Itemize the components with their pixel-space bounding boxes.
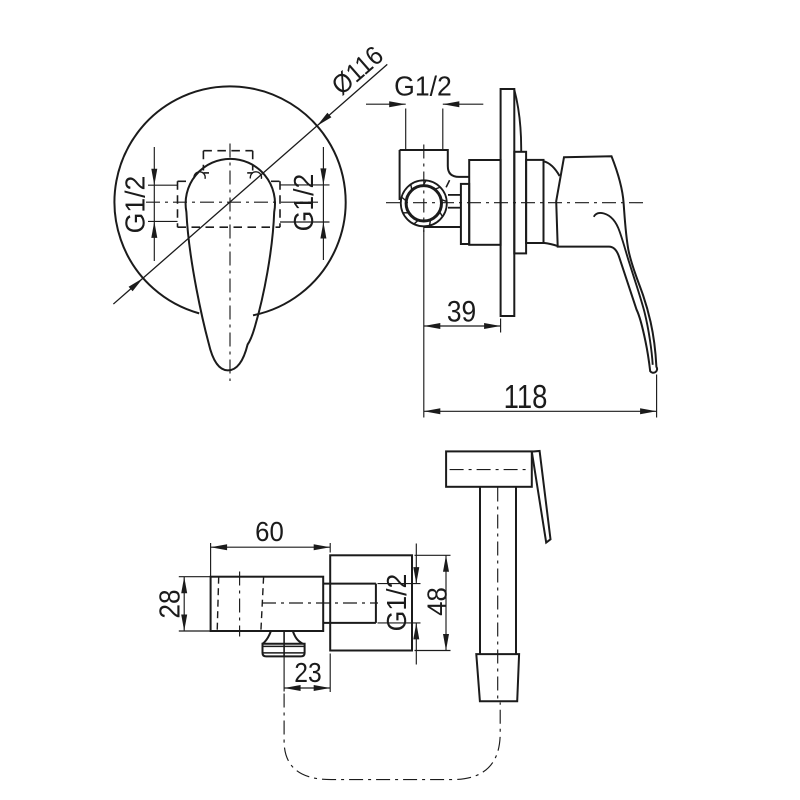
svg-text:G1/2: G1/2 <box>288 174 320 232</box>
svg-text:G1/2: G1/2 <box>381 574 413 632</box>
svg-text:48: 48 <box>421 587 452 616</box>
svg-text:G1/2: G1/2 <box>119 176 151 234</box>
svg-text:G1/2: G1/2 <box>394 70 452 102</box>
svg-text:39: 39 <box>447 294 476 328</box>
svg-text:23: 23 <box>294 657 321 689</box>
svg-text:118: 118 <box>504 379 548 416</box>
svg-text:60: 60 <box>255 516 284 547</box>
svg-text:28: 28 <box>153 589 185 618</box>
